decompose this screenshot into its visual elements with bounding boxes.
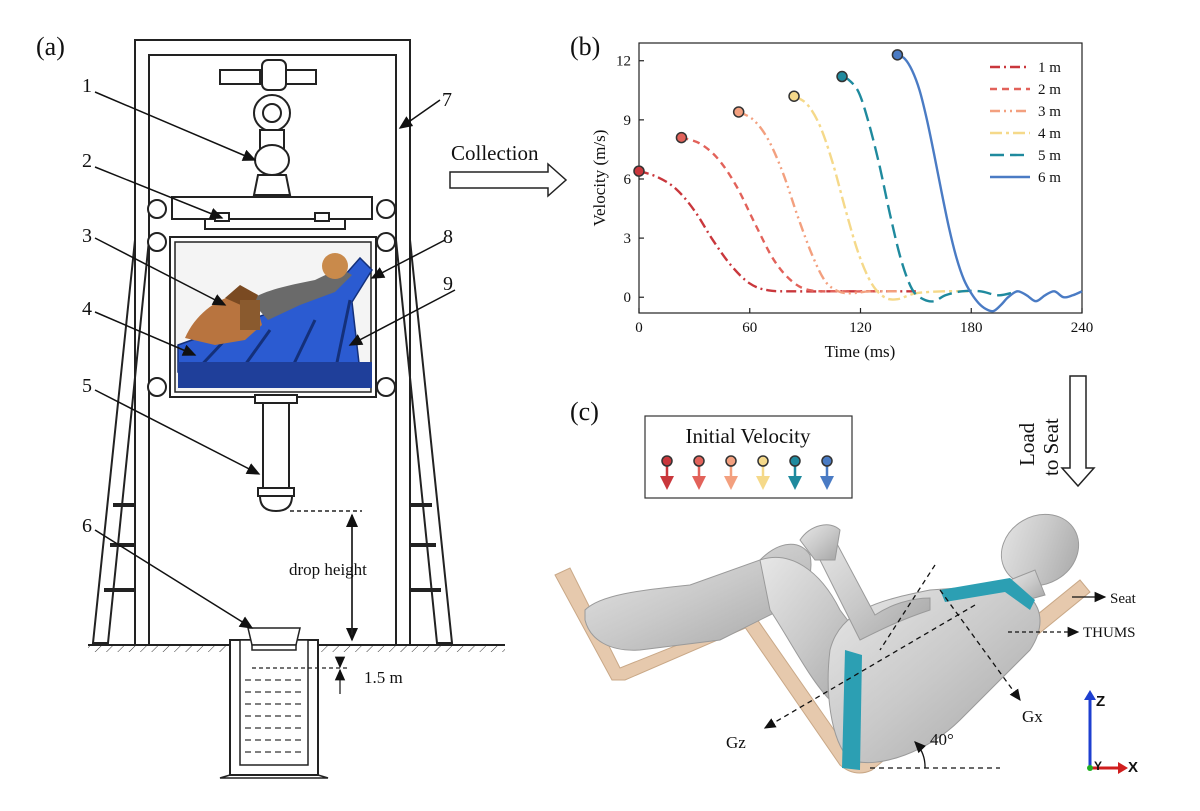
iv-arrow-head-5 <box>788 476 802 490</box>
callout-7: 7 <box>442 89 452 111</box>
legend-label-3: 3 m <box>1038 104 1061 120</box>
y-tick-label: 9 <box>624 113 632 129</box>
callout-8: 8 <box>443 226 453 248</box>
iv-marker-3 <box>725 455 737 467</box>
gz-label: Gz <box>726 733 746 752</box>
local-axes <box>763 564 1021 769</box>
chart-ticks: 0 60 120 180 240 0 3 6 9 12 <box>616 54 1093 336</box>
callout-leaders <box>94 91 456 629</box>
impactor <box>254 394 298 513</box>
iv-arrow-head-1 <box>660 476 674 490</box>
thums-label: THUMS <box>1083 625 1136 641</box>
angle-label: 40° <box>930 730 954 749</box>
initial-velocity-box <box>644 415 853 499</box>
to-seat-label: to Seat <box>1039 418 1063 476</box>
callout-5: 5 <box>82 375 92 397</box>
iv-arrow-head-6 <box>820 476 834 490</box>
series-start-marker-5 <box>836 70 848 83</box>
y-tick-label: 6 <box>624 172 632 188</box>
drop-height-label: drop height <box>289 560 367 579</box>
callout-4: 4 <box>82 298 92 320</box>
callout-9: 9 <box>443 273 453 295</box>
legend-label-4: 4 m <box>1038 126 1061 142</box>
initial-velocity-arrows <box>660 455 834 490</box>
legend-label-6: 6 m <box>1038 170 1061 186</box>
x-tick-label: 60 <box>742 320 757 336</box>
series-line-1 <box>638 169 916 293</box>
series-line-3 <box>738 110 898 295</box>
x-tick-label: 240 <box>1071 320 1094 336</box>
chart-start-markers <box>633 49 904 177</box>
drop-height-dimension <box>290 510 362 642</box>
callout-6: 6 <box>82 515 92 537</box>
shoulder-belt <box>940 578 1035 610</box>
panel-b-chart: (b) 0 60 120 180 240 0 3 6 9 12 1 m 2 m 3 m 4 m 5 m 6 … <box>570 32 1093 361</box>
series-start-marker-4 <box>788 90 800 102</box>
series-start-marker-6 <box>891 49 904 61</box>
seat-label: Seat <box>1110 591 1137 607</box>
y-tick-label: 12 <box>616 54 631 70</box>
y-tick-label: 0 <box>624 290 632 306</box>
iv-marker-2 <box>693 455 705 467</box>
legend-label-1: 1 m <box>1038 60 1061 76</box>
series-start-marker-1 <box>633 165 645 177</box>
iv-arrow-head-2 <box>692 476 706 490</box>
initial-velocity-title: Initial Velocity <box>685 424 811 448</box>
legend-label-2: 2 m <box>1038 82 1061 98</box>
iv-arrow-head-4 <box>756 476 770 490</box>
axis-x-label: X <box>1128 759 1138 776</box>
iv-marker-5 <box>789 455 801 467</box>
x-tick-label: 120 <box>849 320 872 336</box>
iv-marker-1 <box>661 455 673 467</box>
series-start-marker-3 <box>732 106 745 118</box>
series-line-6 <box>896 53 1083 313</box>
legend-label-5: 5 m <box>1038 148 1061 164</box>
panel-c-label: (c) <box>570 397 599 426</box>
collection-label: Collection <box>451 141 539 165</box>
global-axis-triad: Z X Y <box>1084 690 1138 776</box>
series-start-marker-2 <box>675 131 688 144</box>
series-line-5 <box>841 75 1018 303</box>
x-axis-label: Time (ms) <box>825 342 896 361</box>
chart-legend: 1 m 2 m 3 m 4 m 5 m 6 m <box>990 60 1061 186</box>
truss-rungs <box>104 503 441 592</box>
angle-arc <box>914 741 926 769</box>
chart-series <box>638 53 1083 313</box>
panel-a-drop-tower: (a) <box>36 32 505 779</box>
series-line-2 <box>681 136 879 293</box>
crash-dummy <box>185 253 352 345</box>
callout-1: 1 <box>82 75 92 97</box>
hoist-mechanism <box>219 59 317 196</box>
series-line-4 <box>793 95 972 301</box>
y-axis-label: Velocity (m/s) <box>590 130 609 227</box>
axis-z-label: Z <box>1096 693 1105 710</box>
iv-marker-4 <box>757 455 769 467</box>
x-tick-label: 0 <box>635 320 643 336</box>
gx-label: Gx <box>1022 707 1043 726</box>
lap-belt <box>842 650 862 770</box>
callout-2: 2 <box>82 150 92 172</box>
x-tick-label: 180 <box>960 320 983 336</box>
y-tick-label: 3 <box>624 231 632 247</box>
collection-arrow: Collection <box>449 141 568 198</box>
depth-label: 1.5 m <box>364 668 403 687</box>
thums-body <box>584 513 1080 764</box>
water-tank <box>219 627 350 779</box>
axis-y-label: Y <box>1094 759 1102 773</box>
load-to-seat-arrow: Load to Seat <box>1015 375 1096 488</box>
iv-marker-6 <box>821 455 833 467</box>
panel-a-label: (a) <box>36 32 65 61</box>
panel-b-label: (b) <box>570 32 600 61</box>
iv-arrow-head-3 <box>724 476 738 490</box>
panel-c-occupant-model: (c) Initial Velocity <box>554 397 1138 776</box>
load-label: Load <box>1015 422 1039 466</box>
callout-3: 3 <box>82 225 92 247</box>
